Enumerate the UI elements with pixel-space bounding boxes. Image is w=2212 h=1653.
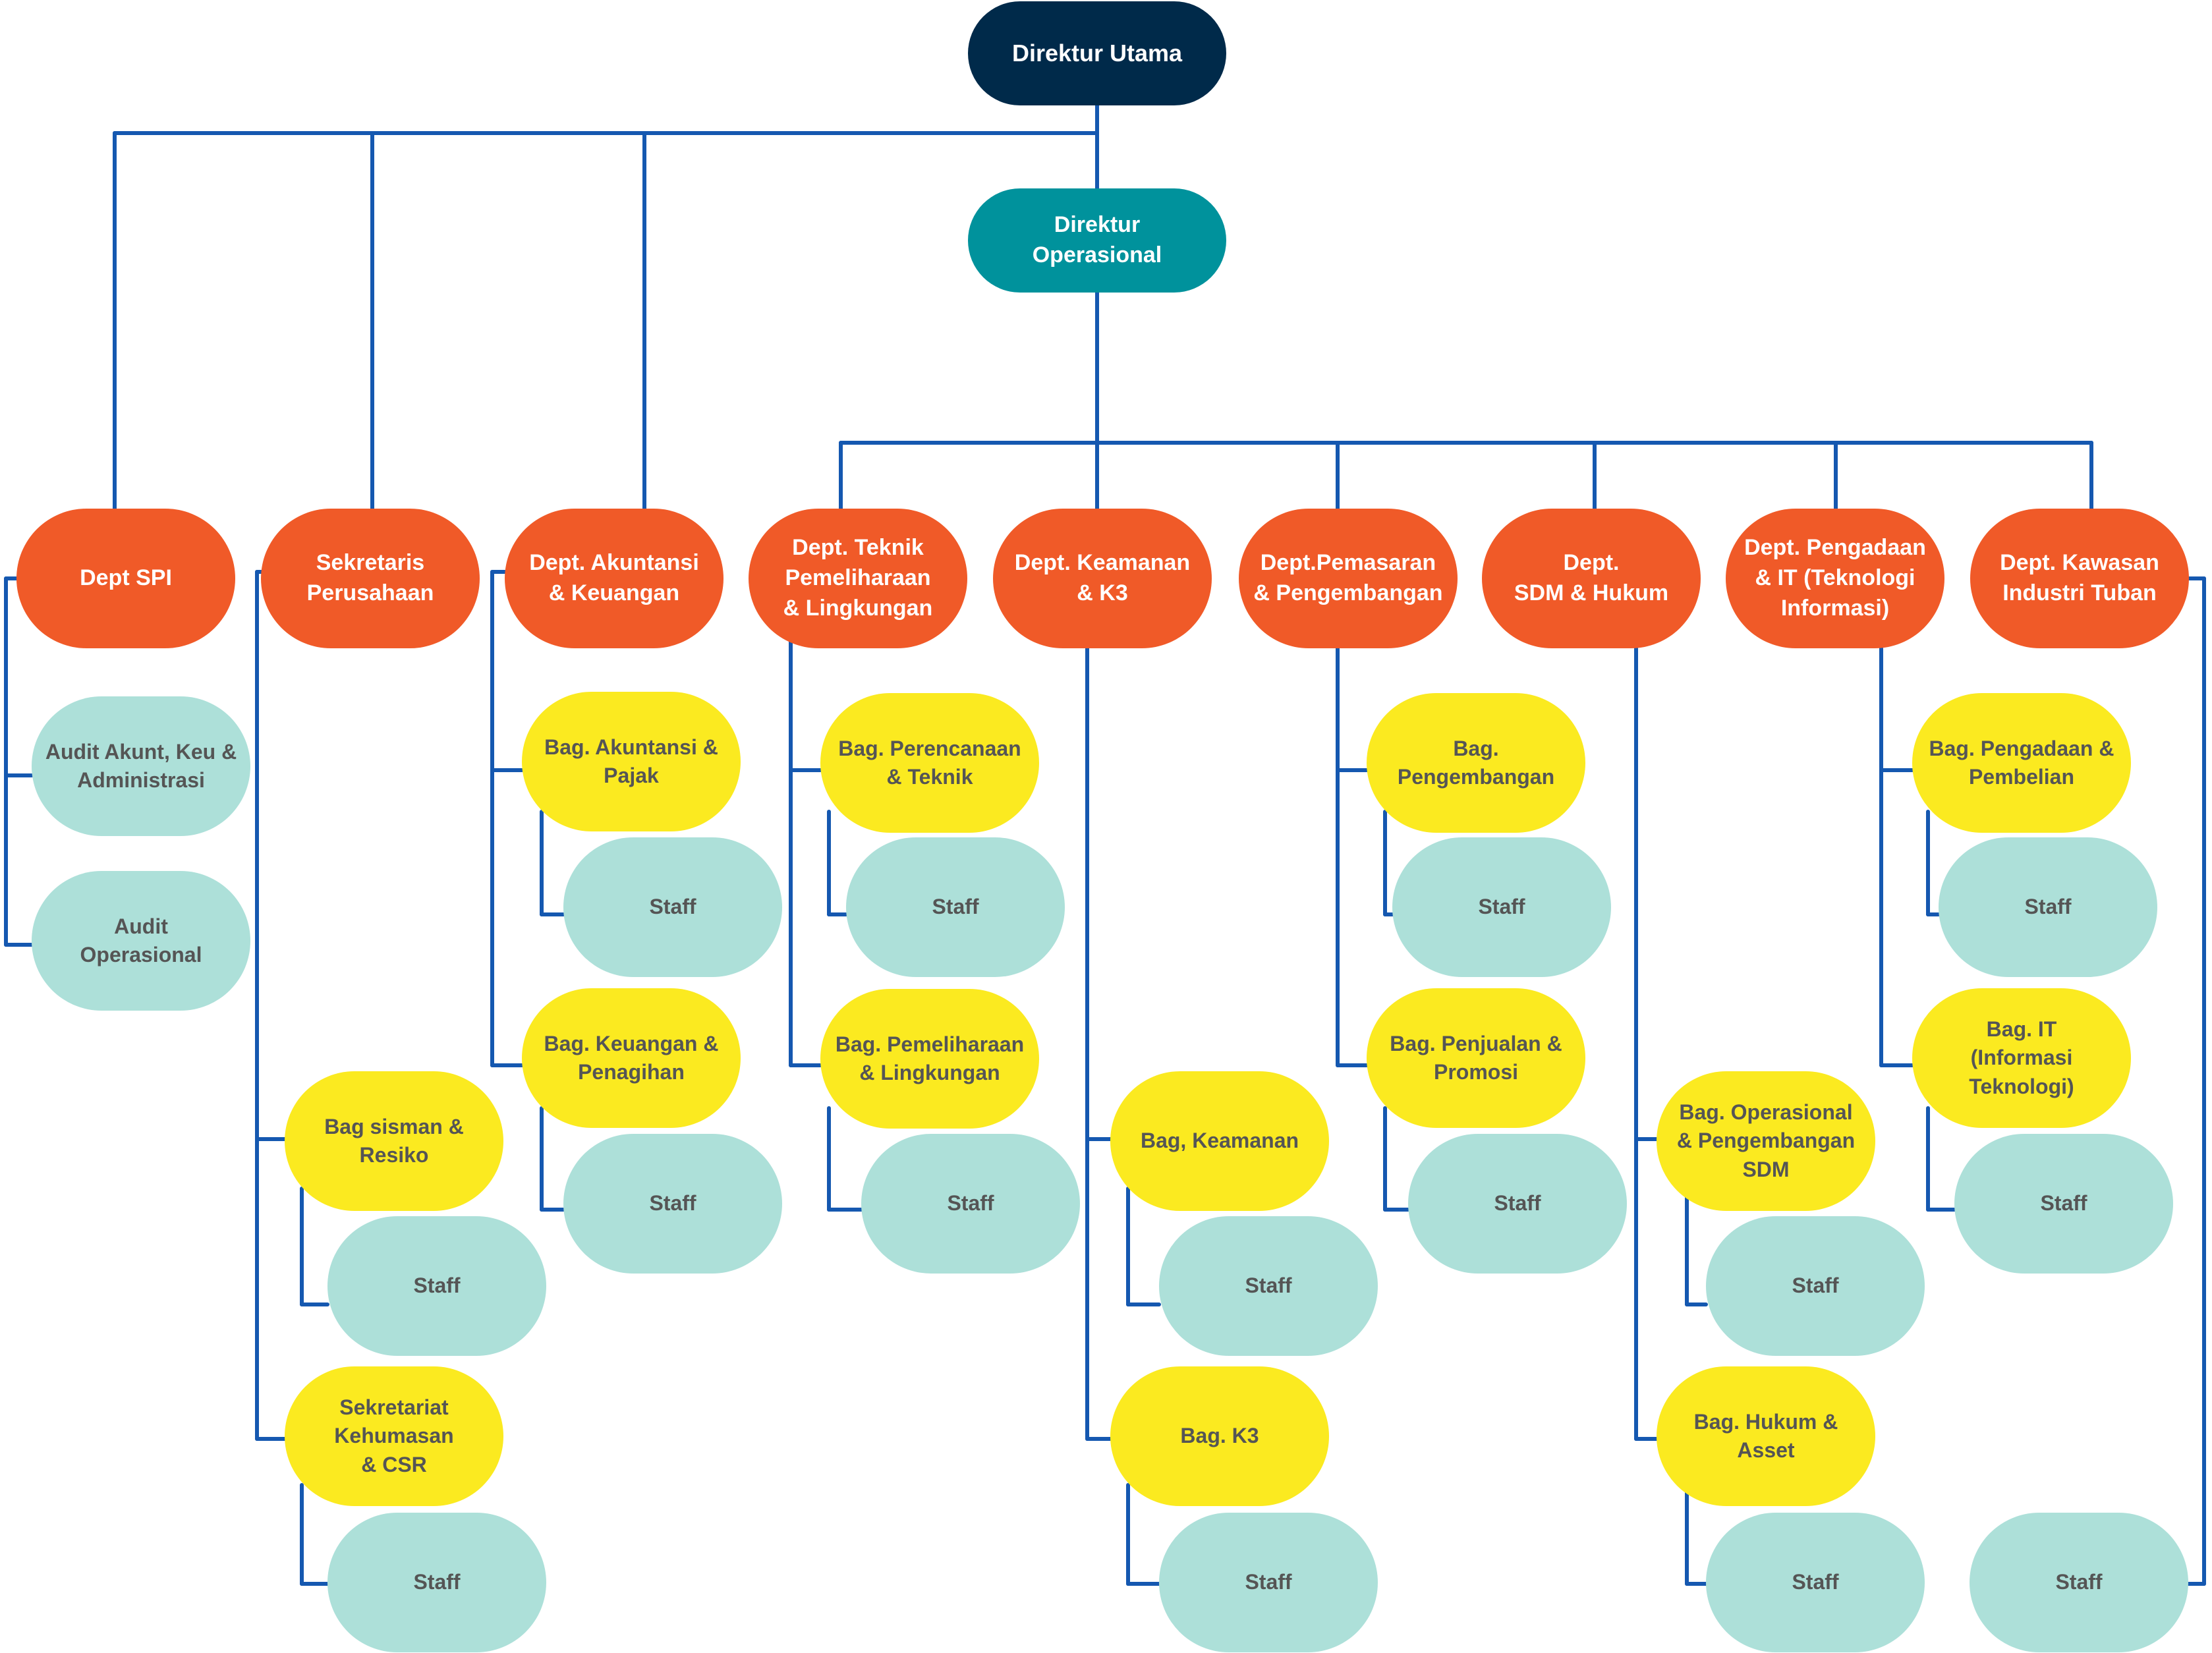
node-audit-operasional: Audit Operasional <box>32 871 250 1011</box>
node-bag-pengembangan: Bag. Pengembangan <box>1367 693 1585 833</box>
node-dept-sdm: Dept. SDM & Hukum <box>1482 509 1701 648</box>
node-direktur-operasional: Direktur Operasional <box>968 188 1226 293</box>
node-staff: Staff <box>1392 837 1611 977</box>
node-dept-keamanan: Dept. Keamanan & K3 <box>993 509 1212 648</box>
node-dept-teknik: Dept. Teknik Pemeliharaan & Lingkungan <box>749 509 967 648</box>
node-staff: Staff <box>1159 1513 1378 1652</box>
node-staff: Staff <box>1970 1513 2188 1652</box>
node-sekretariat: Sekretariat Kehumasan & CSR <box>285 1366 503 1506</box>
node-staff: Staff <box>327 1216 546 1356</box>
node-dept-spi: Dept SPI <box>16 509 235 648</box>
node-bag-perencanaan: Bag. Perencanaan & Teknik <box>820 693 1039 833</box>
node-dept-pemasaran: Dept.Pemasaran & Pengembangan <box>1239 509 1458 648</box>
node-bag-keuangan: Bag. Keuangan & Penagihan <box>522 988 741 1128</box>
node-bag-hukum: Bag. Hukum & Asset <box>1657 1366 1875 1506</box>
node-bag-akuntansi: Bag. Akuntansi & Pajak <box>522 692 741 831</box>
node-bag-pemeliharaan: Bag. Pemeliharaan & Lingkungan <box>820 989 1039 1129</box>
node-dept-akuntansi: Dept. Akuntansi & Keuangan <box>505 509 723 648</box>
node-staff: Staff <box>1159 1216 1378 1356</box>
node-staff: Staff <box>1706 1216 1925 1356</box>
node-bag-it: Bag. IT (Informasi Teknologi) <box>1912 988 2131 1128</box>
node-dept-pengadaan: Dept. Pengadaan & IT (Teknologi Informas… <box>1726 509 1944 648</box>
node-bag-operasional-sdm: Bag. Operasional & Pengembangan SDM <box>1657 1071 1875 1211</box>
node-staff: Staff <box>563 837 782 977</box>
node-bag-pengadaan: Bag. Pengadaan & Pembelian <box>1912 693 2131 833</box>
node-staff: Staff <box>1939 837 2157 977</box>
node-staff: Staff <box>327 1513 546 1652</box>
node-staff: Staff <box>861 1134 1080 1274</box>
node-direktur-utama: Direktur Utama <box>968 1 1226 105</box>
node-staff: Staff <box>846 837 1065 977</box>
node-staff: Staff <box>563 1134 782 1274</box>
node-bag-sisman: Bag sisman & Resiko <box>285 1071 503 1211</box>
node-audit-akunt: Audit Akunt, Keu & Administrasi <box>32 696 250 836</box>
node-bag-keamanan: Bag, Keamanan <box>1110 1071 1329 1211</box>
node-staff: Staff <box>1954 1134 2173 1274</box>
node-bag-penjualan: Bag. Penjualan & Promosi <box>1367 988 1585 1128</box>
node-staff: Staff <box>1408 1134 1627 1274</box>
node-dept-kawasan: Dept. Kawasan Industri Tuban <box>1970 509 2189 648</box>
node-bag-k3: Bag. K3 <box>1110 1366 1329 1506</box>
node-staff: Staff <box>1706 1513 1925 1652</box>
node-sekretaris-perusahaan: Sekretaris Perusahaan <box>261 509 480 648</box>
